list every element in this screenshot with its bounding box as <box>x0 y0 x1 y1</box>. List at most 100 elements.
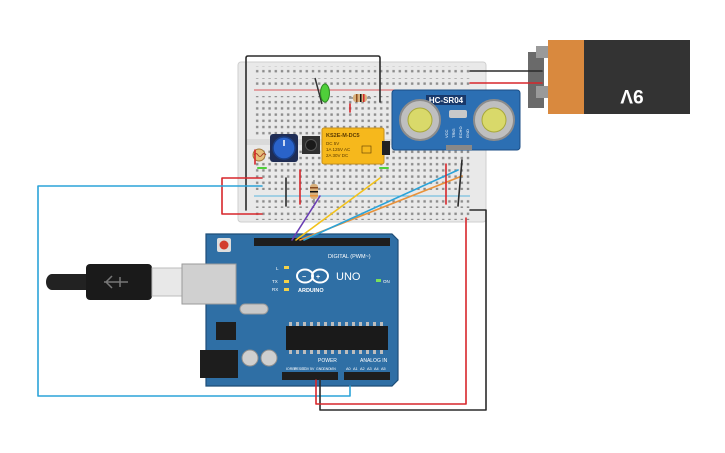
chip-pin <box>338 350 341 354</box>
wires <box>37 55 543 411</box>
arduino-usb-port <box>181 263 237 305</box>
chip-pin <box>338 322 341 326</box>
chip-pin <box>310 350 313 354</box>
arduino-regulator <box>216 322 236 340</box>
chip-pins-bottom <box>289 350 383 354</box>
sensor-transducer-right-mesh <box>481 107 507 133</box>
ultrasonic-sensor: HC-SR04 VCC TRIG ECHO GND <box>391 89 521 151</box>
analog-pin-3: A3 <box>367 367 372 371</box>
relay-line-3: 2A 30V DC <box>326 153 349 158</box>
sensor-pin-vcc: VCC <box>444 129 449 138</box>
power-pin-3: 5V <box>310 367 315 371</box>
wire-top-loop <box>245 55 381 211</box>
chip-pin <box>359 322 362 326</box>
arduino-microcontroller <box>286 326 388 350</box>
pushbutton-cap <box>305 139 317 151</box>
chip-pin <box>331 322 334 326</box>
analog-header <box>344 372 390 380</box>
resistor-bottom <box>310 180 318 204</box>
resistor-top-band-2 <box>360 94 362 102</box>
power-pin-4: GND <box>316 367 324 371</box>
power-label: POWER <box>318 358 337 364</box>
photoresistor-track <box>253 153 267 157</box>
chip-pin <box>324 350 327 354</box>
arduino-reset-button[interactable] <box>219 240 229 250</box>
power-pin-0: IOREF <box>286 367 297 371</box>
analog-pin-0: A0 <box>346 367 351 371</box>
arduino-crystal <box>239 303 269 315</box>
analog-pin-5: A5 <box>381 367 386 371</box>
power-pin-1: RESET <box>294 367 307 371</box>
wire-purple <box>291 195 321 241</box>
arduino-rx-label: RX <box>272 287 278 292</box>
arduino-tx-label: TX <box>272 279 278 284</box>
arduino-logo-plus: + <box>316 274 320 281</box>
potentiometer <box>270 134 298 162</box>
photoresistor <box>252 148 267 162</box>
power-pin-5: GND <box>323 367 331 371</box>
sensor-header <box>446 145 472 150</box>
led-tx-indicator <box>284 280 289 283</box>
digital-header <box>254 238 390 246</box>
arduino-uno: DIGITAL (PWM~) − + UNO ARDUINO L TX RX O… <box>181 233 399 387</box>
sensor-pin-echo: ECHO <box>458 126 463 138</box>
led-leg <box>314 77 323 105</box>
resistor-top <box>349 94 371 102</box>
resistor-top-band-1 <box>356 94 358 102</box>
arduino-logo-minus: − <box>302 274 306 281</box>
relay-symbol <box>361 145 372 154</box>
arduino-capacitor-2 <box>260 349 278 367</box>
sensor-label-bg <box>426 95 466 105</box>
arduino-logo-right <box>311 268 329 284</box>
analog-pin-labels: A0 A1 A2 A3 A4 A5 <box>346 367 386 371</box>
resistor-bottom-band-1 <box>310 187 318 189</box>
rail-top-2 <box>254 78 470 88</box>
digital-label: DIGITAL (PWM~) <box>328 254 371 260</box>
chip-pin <box>373 350 376 354</box>
chip-pin <box>324 322 327 326</box>
power-pin-labels: IOREF RESET 3.3V 5V GND GND VIN <box>286 367 336 371</box>
battery-cap <box>584 40 690 114</box>
arduino-capacitor-1 <box>241 349 259 367</box>
chip-pins-top <box>289 322 383 326</box>
analog-pin-4: A4 <box>374 367 379 371</box>
led-rx-indicator <box>284 288 289 291</box>
chip-pin <box>345 350 348 354</box>
power-pin-6: VIN <box>330 367 336 371</box>
chip-pin <box>331 350 334 354</box>
battery-terminal-negative <box>536 86 548 98</box>
arduino-power-jack <box>200 350 238 378</box>
relay-model: KS2E-M-DC5 <box>326 133 360 139</box>
usb-cable <box>46 264 185 300</box>
wire-blue-long <box>37 185 351 397</box>
photoresistor-icon <box>252 148 266 162</box>
chip-pin <box>296 350 299 354</box>
arduino-logo: − + <box>296 268 329 284</box>
chip-pin <box>373 322 376 326</box>
led-on-indicator <box>376 279 381 282</box>
power-header <box>282 372 338 380</box>
chip-pin <box>303 350 306 354</box>
chip-pin <box>380 322 383 326</box>
analog-pin-1: A1 <box>353 367 358 371</box>
relay-pins <box>382 141 390 155</box>
chip-pin <box>317 322 320 326</box>
usb-cable-strain <box>52 274 90 290</box>
led-l-indicator <box>284 266 289 269</box>
chip-pin <box>296 322 299 326</box>
analog-label: ANALOG IN <box>360 358 388 364</box>
wire-black-gnd <box>319 209 487 411</box>
chip-pin <box>366 350 369 354</box>
wire-red-5v <box>315 217 467 405</box>
chip-pin <box>345 322 348 326</box>
sensor-crystal <box>449 110 467 118</box>
wire-yellow <box>295 177 381 241</box>
arduino-on-label: ON <box>383 279 390 284</box>
arduino-brand: ARDUINO <box>298 288 324 294</box>
rail-bottom-1 <box>254 198 470 208</box>
battery-terminal-block <box>528 52 544 108</box>
relay-line-1: DC 5V <box>326 141 339 146</box>
usb-connector <box>151 267 185 297</box>
relay: KS2E-M-DC5 DC 5V 1A 125V AC 2A 30V DC <box>321 127 390 165</box>
